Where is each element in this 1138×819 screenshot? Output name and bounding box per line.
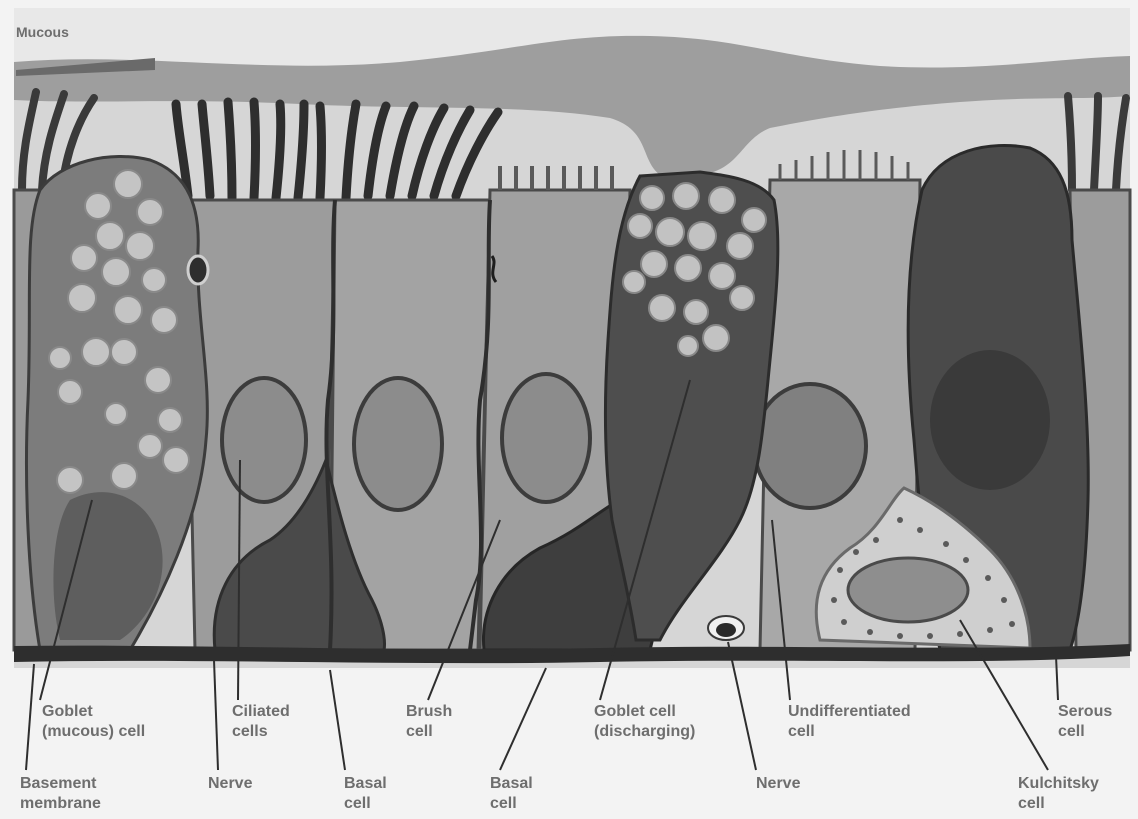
serous-cell-nucleus — [930, 350, 1050, 490]
undifferentiated-cell-nucleus — [754, 384, 866, 508]
label-undifferentiated-cell: Undifferentiated cell — [788, 702, 911, 742]
label-goblet-discharging: Goblet cell (discharging) — [594, 702, 695, 742]
kulchitsky-cell-nucleus — [848, 558, 968, 622]
label-basement-membrane: Basement membrane — [20, 774, 101, 814]
label-basal-cell-left: Basal cell — [344, 774, 387, 814]
label-nerve-right: Nerve — [756, 774, 800, 794]
label-mucus: Mucous — [16, 22, 69, 42]
label-brush-cell: Brush cell — [406, 702, 452, 742]
label-basal-cell-middle: Basal cell — [490, 774, 533, 814]
nerve-ending-core — [716, 623, 736, 637]
label-serous-cell: Serous cell — [1058, 702, 1112, 742]
brush-cell-nucleus — [502, 374, 590, 502]
label-nerve-left: Nerve — [208, 774, 252, 794]
label-kulchitsky-cell: Kulchitsky cell — [1018, 774, 1099, 814]
label-goblet-mucous-cell: Goblet (mucous) cell — [42, 702, 145, 742]
ciliated-cell-1-nucleus — [222, 378, 306, 502]
label-ciliated-cells: Ciliated cells — [232, 702, 290, 742]
ciliated-cell-2-nucleus — [354, 378, 442, 510]
intraepithelial-cell — [188, 256, 208, 284]
